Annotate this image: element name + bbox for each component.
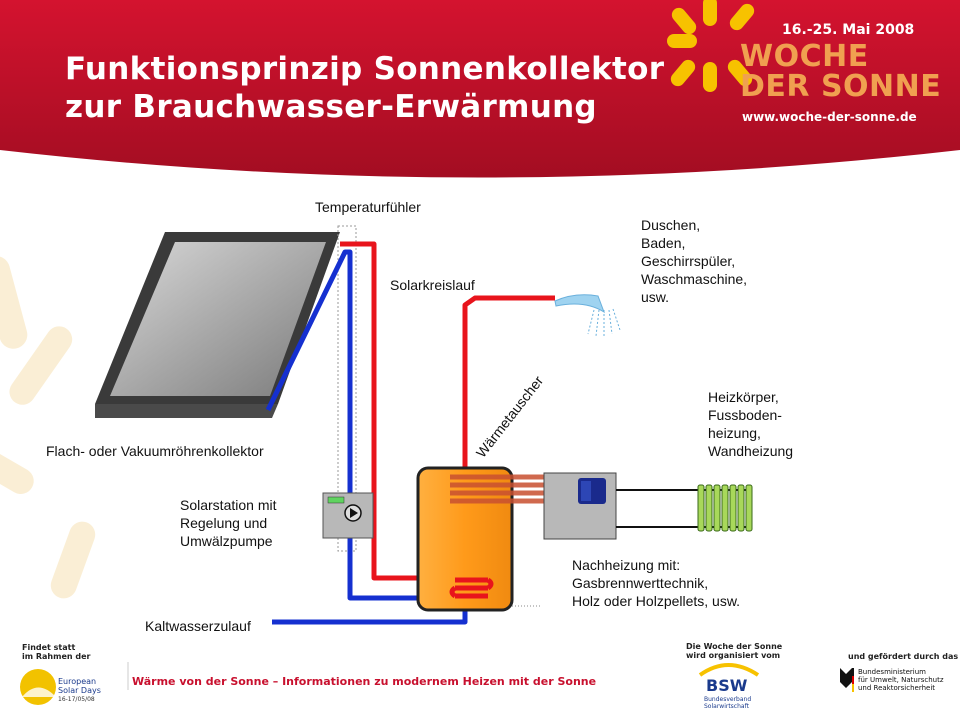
- ministry-line: und Reaktorsicherheit: [858, 684, 936, 692]
- label-verbraucher-line: Duschen,: [641, 217, 701, 233]
- header-band: [0, 0, 960, 178]
- event-url: www.woche-der-sonne.de: [742, 110, 917, 124]
- bsw-sub2: Solarwirtschaft: [704, 703, 749, 710]
- label-kaltwasser: Kaltwasserzulauf: [145, 618, 251, 634]
- findet-line2: im Rahmen der: [22, 652, 91, 661]
- label-verbraucher-line: Waschmaschine,: [641, 271, 748, 287]
- footer-tagline: Wärme von der Sonne – Informationen zu m…: [132, 675, 597, 688]
- federal-eagle-icon: [840, 668, 854, 692]
- backup-heater-box: [543, 472, 617, 540]
- label-nachheizung-line: Holz oder Holzpellets, usw.: [572, 593, 741, 609]
- org-line1: Die Woche der Sonne: [686, 642, 783, 651]
- label-temperaturfuehler: Temperaturfühler: [315, 199, 421, 215]
- european-solar-days-logo-icon: [20, 669, 56, 705]
- label-verbraucher-line: Baden,: [641, 235, 686, 251]
- solar-collector: [95, 232, 340, 418]
- sensor-dotted-outline: [337, 225, 357, 552]
- bsw-sub1: Bundesverband: [704, 696, 752, 703]
- hot-pipes: [340, 241, 555, 581]
- label-heizung-line: Fussboden-: [708, 407, 782, 423]
- label-heizung-line: Heizkörper,: [708, 389, 779, 405]
- label-solarstation-line: Umwälzpumpe: [180, 533, 273, 549]
- bsw-subtitle: Bundesverband Solarwirtschaft: [704, 696, 751, 710]
- label-solarstation-line: Solarstation mit: [180, 497, 277, 513]
- ministry-name: Bundesministerium für Umwelt, Naturschut…: [858, 668, 944, 692]
- label-verbraucher-line: Geschirrspüler,: [641, 253, 736, 269]
- label-heizung-line: Wandheizung: [708, 443, 794, 459]
- eu-line2: Solar Days: [58, 686, 101, 695]
- organizer-text: Die Woche der Sonne wird organisiert vom: [686, 642, 782, 660]
- background-sun-decoration: [0, 256, 96, 599]
- heat-exchanger-lower: [449, 577, 494, 599]
- sun-logo-icon: [667, 0, 755, 92]
- label-nachheizung-line: Gasbrennwerttechnik,: [572, 575, 709, 591]
- label-verbraucher: Duschen, Baden, Geschirrspüler, Waschmas…: [641, 216, 747, 306]
- shower-icon: [554, 294, 621, 337]
- ministry-line: Bundesministerium: [858, 668, 926, 676]
- event-dates: 16.-25. Mai 2008: [782, 22, 915, 38]
- label-verbraucher-line: usw.: [641, 289, 670, 305]
- bsw-logo-text: BSW: [706, 676, 748, 695]
- eu-dates: 16-17/05/08: [58, 696, 95, 703]
- label-nachheizung: Nachheizung mit: Gasbrennwerttechnik, Ho…: [572, 556, 740, 610]
- event-brand-line2: DER SONNE: [740, 69, 942, 104]
- label-kollektor: Flach- oder Vakuumröhrenkollektor: [46, 443, 264, 459]
- findet-line1: Findet statt: [22, 643, 76, 652]
- event-brand: WOCHE DER SONNE: [740, 42, 941, 102]
- radiator-icon: [697, 484, 753, 532]
- page-title-line2: zur Brauchwasser-Erwärmung: [65, 89, 597, 125]
- page-title-line1: Funktionsprinzip Sonnenkollektor: [65, 51, 665, 87]
- label-solarkreislauf: Solarkreislauf: [390, 277, 475, 293]
- bsw-logo-icon: [698, 663, 760, 677]
- funded-by-text: und gefördert durch das: [848, 652, 959, 661]
- org-line2: wird organisiert vom: [686, 651, 781, 660]
- european-solar-days-text: European Solar Days 16-17/05/08: [58, 677, 101, 704]
- label-heizung: Heizkörper, Fussboden- heizung, Wandheiz…: [708, 388, 793, 460]
- solar-station-box: [322, 492, 374, 539]
- eu-line1: European: [58, 677, 97, 686]
- findet-statt-text: Findet statt im Rahmen der: [22, 643, 90, 661]
- event-brand-line1: WOCHE: [740, 39, 869, 74]
- page-title: Funktionsprinzip Sonnenkollektor zur Bra…: [65, 50, 664, 126]
- label-heizung-line: heizung,: [708, 425, 761, 441]
- ministry-line: für Umwelt, Naturschutz: [858, 676, 944, 684]
- label-nachheizung-line: Nachheizung mit:: [572, 557, 681, 573]
- label-solarstation-line: Regelung und: [180, 515, 268, 531]
- label-solarstation: Solarstation mit Regelung und Umwälzpump…: [180, 496, 276, 550]
